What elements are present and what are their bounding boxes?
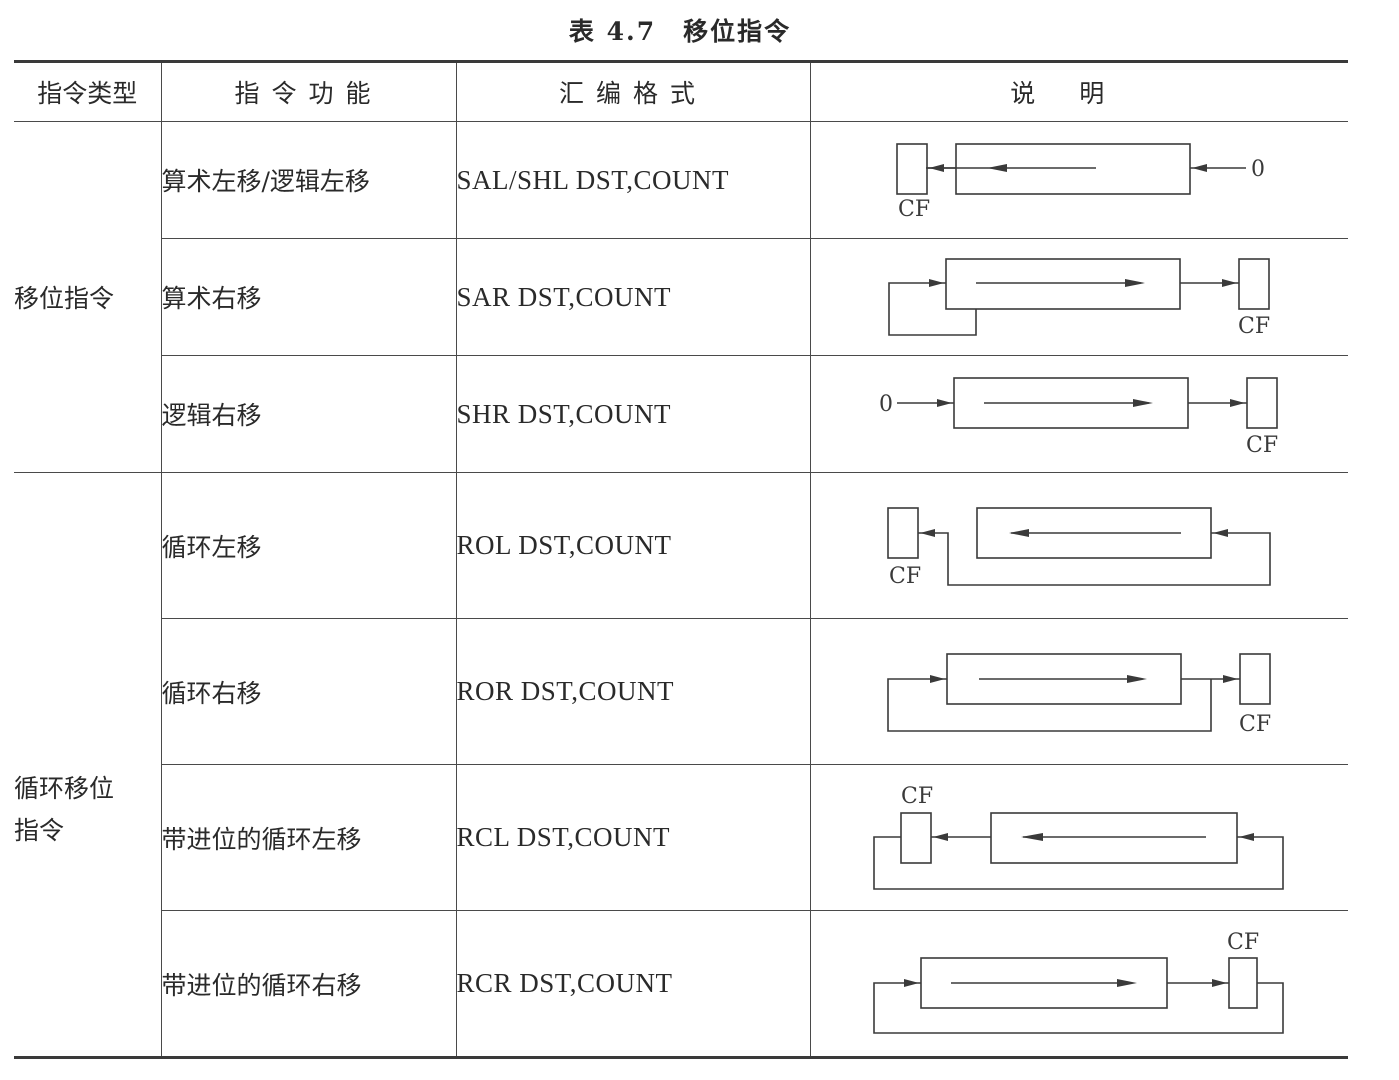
table-row: 逻辑右移 SHR DST,COUNT 0 CF — [14, 355, 1348, 473]
group-shift: 移位指令 — [14, 121, 162, 473]
assembly-cell: SAL/SHL DST,COUNT — [455, 121, 811, 239]
header-description: 说明 — [809, 61, 1348, 122]
rcl-diagram: CF — [872, 784, 1284, 890]
header-function: 指令功能 — [160, 61, 457, 122]
cf-label: CF — [1227, 930, 1259, 955]
table-row: 带进位的循环左移 RCL DST,COUNT CF — [14, 764, 1348, 911]
header-assembly: 汇编格式 — [455, 61, 811, 122]
description-cell: CF — [809, 764, 1348, 911]
ror-diagram: CF — [886, 653, 1271, 737]
cf-label: CF — [901, 784, 933, 809]
rol-diagram: CF — [886, 507, 1271, 589]
header-row: 指令类型 指令功能 汇编格式 说明 — [14, 61, 1348, 122]
header-type: 指令类型 — [14, 61, 162, 122]
function-cell: 循环左移 — [160, 472, 457, 619]
table-row: 移位指令 算术左移/逻辑左移 SAL/SHL DST,COUNT 0 CF — [14, 121, 1348, 473]
zero-label: 0 — [1251, 157, 1265, 182]
cf-label: CF — [889, 564, 921, 589]
table-row: 带进位的循环右移 RCR DST,COUNT CF — [14, 910, 1348, 1058]
assembly-cell: SHR DST,COUNT — [455, 355, 811, 473]
table-row: 循环移位指令 循环左移 ROL DST,COUNT CF — [14, 472, 1348, 1058]
function-cell: 算术右移 — [161, 238, 457, 356]
cf-label: CF — [898, 197, 930, 222]
assembly-cell: ROR DST,COUNT — [455, 618, 811, 765]
cf-label: CF — [1239, 712, 1271, 737]
function-cell: 带进位的循环左移 — [161, 764, 457, 911]
description-cell: CF — [809, 238, 1348, 356]
table-caption: 表 4.7 移位指令 — [568, 17, 792, 46]
table-row: 循环右移 ROR DST,COUNT CF — [14, 618, 1348, 765]
group-rotate: 循环移位指令 — [14, 472, 162, 1058]
sal-shl-diagram: 0 CF — [895, 143, 1265, 222]
cf-label: CF — [1238, 314, 1270, 339]
shift-instructions-table: 指令类型 指令功能 汇编格式 说明 移位指令 算术左移/逻辑左移 SAL/SHL… — [14, 60, 1348, 1059]
assembly-cell: SAR DST,COUNT — [455, 238, 811, 356]
assembly-cell: RCR DST,COUNT — [455, 910, 811, 1058]
table-row: 算术右移 SAR DST,COUNT CF — [14, 238, 1348, 356]
function-cell: 循环右移 — [161, 618, 457, 765]
description-cell: CF — [809, 618, 1348, 765]
sar-diagram: CF — [887, 258, 1270, 339]
zero-label: 0 — [879, 392, 893, 417]
assembly-cell: ROL DST,COUNT — [455, 472, 811, 619]
shr-diagram: 0 CF — [879, 377, 1278, 458]
description-cell: 0 CF — [809, 121, 1348, 239]
cf-label: CF — [1246, 433, 1278, 458]
description-cell: 0 CF — [809, 355, 1348, 473]
function-cell: 逻辑右移 — [161, 355, 457, 473]
description-cell: CF — [809, 472, 1348, 619]
rcr-diagram: CF — [872, 930, 1284, 1034]
function-cell: 算术左移/逻辑左移 — [160, 121, 457, 239]
function-cell: 带进位的循环右移 — [161, 910, 457, 1058]
assembly-cell: RCL DST,COUNT — [455, 764, 811, 911]
description-cell: CF — [809, 910, 1348, 1058]
